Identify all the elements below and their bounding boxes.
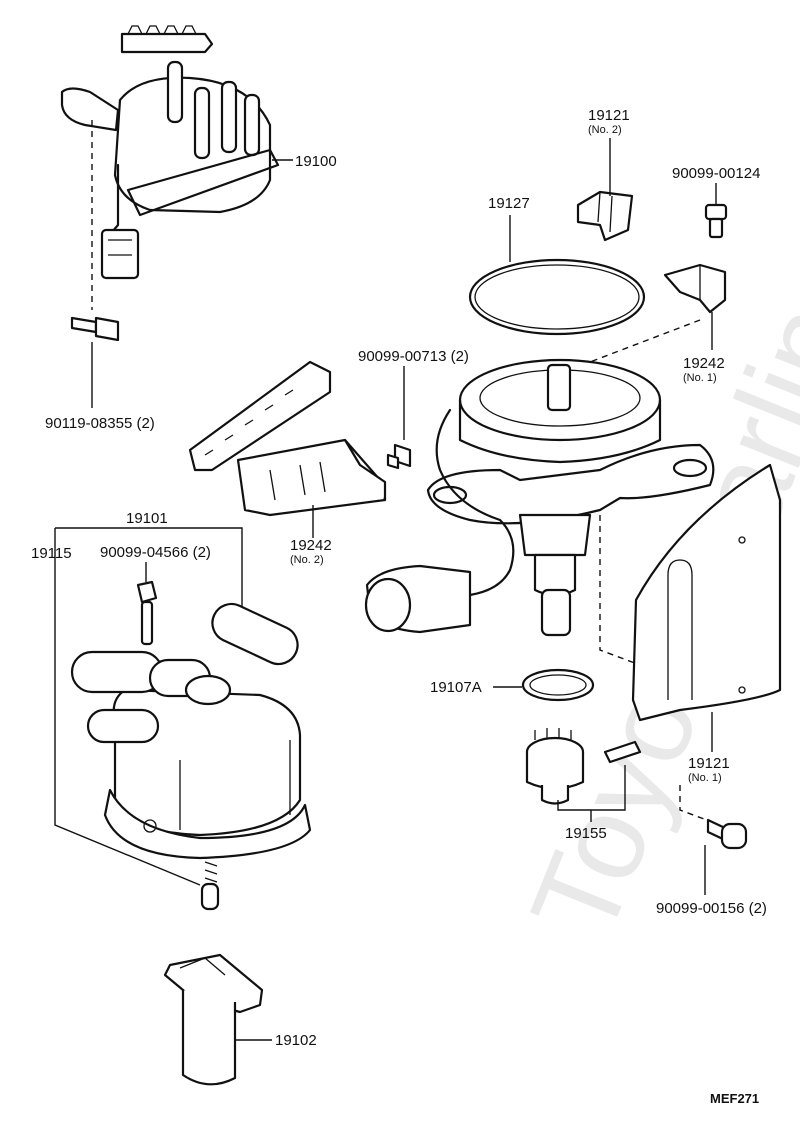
label-90099-00713: 90099-00713 (2) (358, 348, 469, 365)
figure-code: MEF271 (710, 1091, 759, 1106)
label-19127: 19127 (488, 195, 530, 212)
label-19102: 19102 (275, 1032, 317, 1049)
clip-19242-no1-drawing (663, 263, 727, 314)
label-19242-no1-sub: (No. 1) (683, 372, 717, 384)
shield-19121-no1-drawing (631, 463, 782, 722)
carbon-brush-drawing (200, 861, 220, 911)
leader-19155 (557, 765, 626, 822)
label-90099-00156: 90099-00156 (2) (656, 900, 767, 917)
clamp-19121-no2-drawing (576, 190, 634, 242)
label-90119-08355: 90119-08355 (2) (45, 415, 155, 432)
bolt-90119-drawing (70, 316, 120, 342)
o-ring-19127-drawing (468, 258, 646, 336)
label-19242-no2-sub: (No. 2) (290, 554, 324, 566)
distributor-cap-19101-drawing (70, 602, 312, 860)
label-19121-top: 19121 (588, 107, 630, 124)
label-19115: 19115 (31, 545, 72, 562)
screw-90099-00124-drawing (704, 203, 728, 239)
distributor-housing-drawing (364, 358, 715, 637)
o-ring-19107A-drawing (521, 668, 595, 702)
label-19121-top-sub: (No. 2) (588, 124, 622, 136)
label-19121-bottom: 19121 (688, 755, 730, 772)
label-19242-no1: 19242 (683, 355, 725, 372)
screw-90099-04566-drawing (136, 580, 158, 646)
label-19121-bottom-sub: (No. 1) (688, 772, 722, 784)
dashed-link-90099-00156 (679, 785, 713, 823)
distributor-assembly-drawing (60, 25, 280, 280)
label-19100: 19100 (295, 153, 337, 170)
label-19155: 19155 (565, 825, 607, 842)
label-19101: 19101 (126, 510, 168, 527)
screw-90099-00156-drawing (706, 818, 748, 850)
bracket-19101-group (54, 527, 243, 886)
label-19107A: 19107A (430, 679, 482, 696)
gear-19155-drawing (525, 728, 642, 805)
dashed-link-housing-shield (599, 515, 641, 666)
label-19242-no2: 19242 (290, 537, 332, 554)
screw-90099-00713-drawing (386, 443, 412, 470)
bracket-19242-no2-drawing (188, 360, 387, 517)
label-90099-00124: 90099-00124 (672, 165, 760, 182)
label-90099-04566: 90099-04566 (2) (100, 544, 211, 561)
rotor-19102-drawing (163, 953, 264, 1086)
dashed-link-19242-no1 (589, 319, 701, 363)
